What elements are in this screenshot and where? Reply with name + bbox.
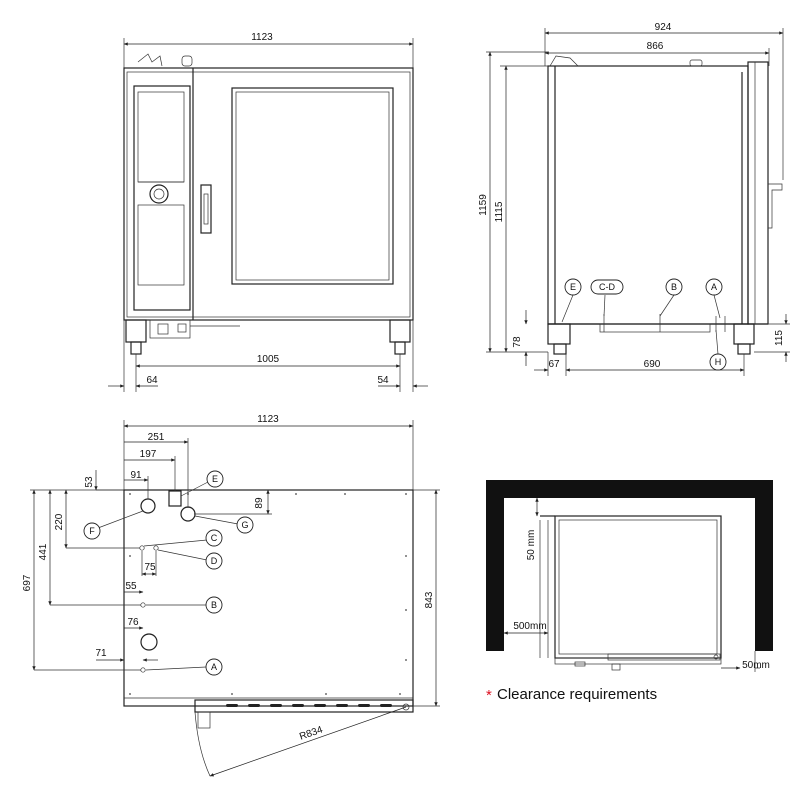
opening-f (140, 498, 156, 514)
side-view: 924 866 1159 1115 78 (478, 22, 790, 376)
dim-53-label: 53 (84, 476, 95, 488)
top-label-e: E (212, 474, 218, 484)
opening-e (168, 490, 182, 507)
dim-76-label: 76 (127, 617, 139, 628)
top-width-label: 1123 (257, 414, 279, 425)
foot-height-left-label: 78 (512, 336, 523, 348)
dim-220-label: 220 (54, 513, 65, 530)
top-view: 1123 R834 (22, 414, 440, 777)
top-label-b: B (211, 600, 217, 610)
front-width-label: 1123 (251, 32, 273, 43)
foot-height-right-label: 115 (774, 330, 785, 346)
height-body-label: 1115 (494, 201, 505, 222)
front-right-offset-label: 54 (377, 375, 389, 386)
height-overall-label: 1159 (478, 194, 489, 216)
dim-251-label: 251 (148, 432, 165, 443)
side-label-cd: C-D (599, 282, 615, 292)
clearance-diagram: 50 mm 500mm 50mm * Clearance requirement… (486, 480, 773, 704)
side-label-b: B (671, 282, 677, 292)
right-gap-label: 50mm (742, 660, 770, 671)
front-left-foot (125, 319, 147, 343)
control-panel (133, 85, 191, 311)
dim-89-label: 89 (254, 497, 265, 509)
base-depth-label: 690 (644, 359, 661, 370)
front-right-foot (389, 319, 411, 343)
top-depth-label: 843 (424, 591, 435, 608)
appliance-outline (554, 515, 722, 659)
dim-55-label: 55 (125, 581, 137, 592)
asterisk: * (486, 687, 492, 704)
front-left-offset-label: 64 (146, 375, 158, 386)
side-label-h: H (715, 357, 722, 367)
top-label-g: G (241, 520, 248, 530)
feet-span-label: 1005 (257, 354, 280, 365)
top-view-outline (123, 489, 414, 707)
side-label-a: A (711, 282, 717, 292)
opening-g (180, 506, 196, 522)
top-label-c: C (211, 533, 218, 543)
side-left-offset-label: 67 (548, 359, 560, 370)
dim-441-label: 441 (38, 543, 49, 560)
side-label-e: E (570, 282, 576, 292)
clearance-caption: Clearance requirements (497, 686, 657, 703)
side-depth-body-label: 866 (647, 41, 664, 52)
top-label-a: A (211, 662, 217, 672)
dim-197-label: 197 (140, 449, 157, 460)
top-label-d: D (211, 556, 218, 566)
top-label-f: F (89, 526, 95, 536)
dim-91-label: 91 (130, 470, 142, 481)
dim-697-label: 697 (22, 574, 33, 591)
door-window (231, 87, 394, 285)
side-gap-label: 500mm (513, 621, 546, 632)
dim-75-label: 75 (144, 562, 156, 573)
wall-outline (486, 480, 773, 651)
front-view: 1123 1005 (108, 32, 428, 392)
door-handle (200, 184, 212, 234)
top-gap-label: 50 mm (526, 530, 537, 561)
control-knob (149, 184, 169, 204)
side-depth-overall-label: 924 (655, 22, 672, 33)
dim-71-label: 71 (95, 648, 107, 659)
